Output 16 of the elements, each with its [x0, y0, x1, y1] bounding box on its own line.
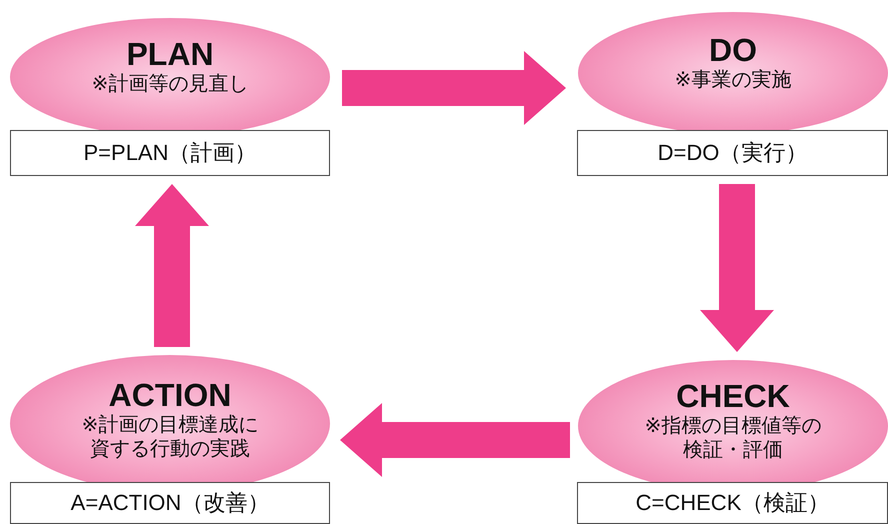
- stage-title: PLAN: [126, 36, 214, 72]
- stage-title: CHECK: [676, 378, 790, 414]
- block-arrow: [342, 51, 566, 125]
- stage-title: DO: [709, 32, 757, 68]
- definition-box: A=ACTION（改善）: [10, 482, 330, 524]
- stage-description: ※計画の目標達成に資する行動の実践: [80, 413, 260, 461]
- stage-title: ACTION: [108, 377, 232, 413]
- stage-description: ※指標の目標値等の検証・評価: [644, 414, 822, 462]
- definition-box: P=PLAN（計画）: [10, 130, 330, 176]
- block-arrow: [340, 403, 570, 477]
- definition-box: D=DO（実行）: [577, 130, 888, 176]
- definition-box: C=CHECK（検証）: [577, 482, 888, 524]
- block-arrow: [135, 184, 209, 347]
- stage-description: ※計画等の見直し: [90, 72, 250, 96]
- block-arrow: [700, 184, 774, 352]
- stage-description: ※事業の実施: [674, 68, 792, 92]
